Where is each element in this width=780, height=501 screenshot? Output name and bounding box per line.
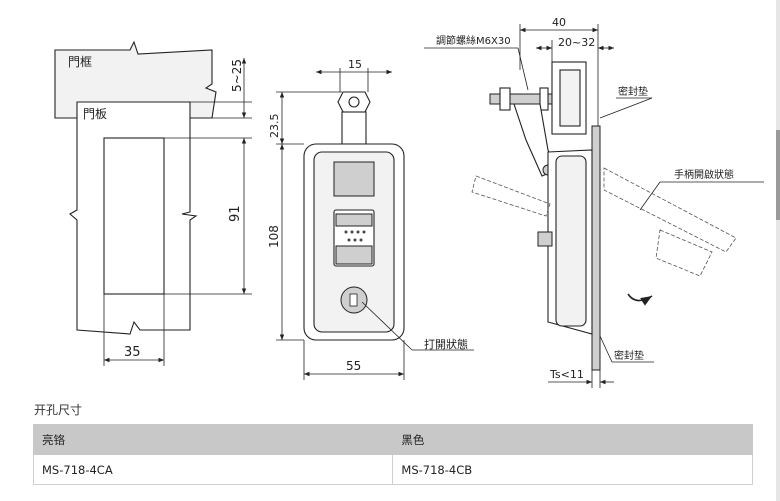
rotate-arrow xyxy=(627,293,653,306)
panel-label: 門板 xyxy=(83,107,107,121)
cutout-hole xyxy=(103,137,165,295)
frame-label: 門框 xyxy=(68,55,92,69)
technical-drawing: 門框 門板 5~25 91 35 15 xyxy=(54,16,764,388)
callout-open-label: 打開狀態 xyxy=(424,337,468,351)
dim-thickness-label: Ts<11 xyxy=(549,368,584,381)
table-header-cell: 黑色 xyxy=(392,424,753,455)
dim-gap-label: 5~25 xyxy=(230,59,244,92)
callout-handle-label: 手柄開啟狀態 xyxy=(674,168,734,181)
cutout-view: 門框 門板 5~25 91 35 xyxy=(54,40,252,366)
dim-total-label: 40 xyxy=(552,16,566,29)
callout-seal-bottom-label: 密封垫 xyxy=(614,349,644,362)
dim-width-label: 55 xyxy=(346,359,361,373)
table-header-cell: 亮铬 xyxy=(32,424,394,455)
table-cell: MS-718-4CA xyxy=(32,454,394,485)
callout-seal-top-label: 密封垫 xyxy=(618,85,648,98)
dim-height-label: 91 xyxy=(228,205,243,222)
door-plate xyxy=(591,125,601,371)
scrollbar-thumb[interactable] xyxy=(776,130,780,220)
callout-screw-label: 調節螺絲M6X30 xyxy=(436,34,511,47)
dim-offset-label: 23.5 xyxy=(268,114,281,139)
side-view: 40 20~32 調節螺絲M6X30 手柄開啟狀態 密封垫 xyxy=(424,16,764,388)
latch-handle xyxy=(333,161,375,197)
table-row: MS-718-4CA MS-718-4CB xyxy=(32,454,753,485)
spec-table: 亮铬 黑色 MS-718-4CA MS-718-4CB xyxy=(32,424,753,485)
table-cell: MS-718-4CB xyxy=(392,454,753,485)
dim-bolt-label: 15 xyxy=(348,58,362,71)
dim-height-label: 108 xyxy=(267,225,281,248)
section-title: 开孔尺寸 xyxy=(34,403,83,417)
dim-width-label: 35 xyxy=(124,345,141,360)
table-header-row: 亮铬 黑色 xyxy=(32,424,753,455)
dim-range-label: 20~32 xyxy=(558,36,595,49)
front-view: 15 23.5 108 55 打開狀態 xyxy=(267,58,474,380)
page-scrollbar[interactable] xyxy=(776,0,780,501)
